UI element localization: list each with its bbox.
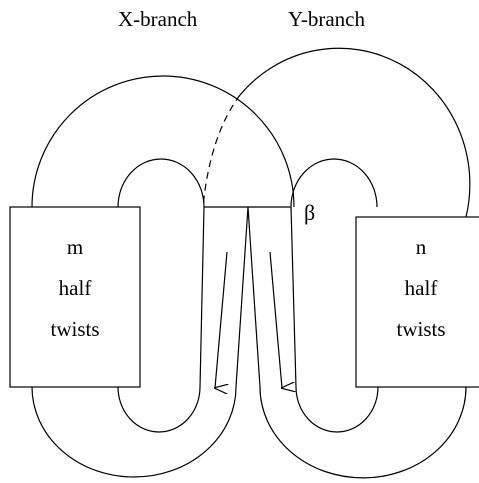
left-twist-box bbox=[9, 206, 141, 388]
down-arrow-left bbox=[215, 251, 227, 388]
right-box-line3: twists bbox=[396, 317, 445, 341]
y-branch-label: Y-branch bbox=[288, 7, 365, 31]
y-branch-bottom-outer-arc bbox=[259, 386, 467, 479]
band-strand-mid-right bbox=[247, 206, 261, 388]
band-strand-left bbox=[199, 206, 205, 388]
x-branch-inner-arc bbox=[117, 158, 205, 208]
right-box-line2: half bbox=[405, 276, 438, 300]
band-strand-mid-left bbox=[235, 206, 249, 388]
y-branch-hidden-arc bbox=[202, 94, 241, 208]
right-box-line1: n bbox=[416, 235, 427, 259]
right-twist-box bbox=[355, 216, 479, 388]
x-branch-bottom-inner-arc bbox=[117, 386, 201, 433]
down-arrow-right bbox=[269, 251, 282, 388]
y-branch-inner-arc bbox=[290, 158, 378, 208]
y-branch-outer-arc bbox=[239, 47, 471, 218]
x-branch-label: X-branch bbox=[118, 7, 198, 31]
left-box-line2: half bbox=[59, 276, 92, 300]
left-box-line3: twists bbox=[50, 317, 99, 341]
beta-label: β bbox=[304, 200, 315, 225]
x-branch-outer-arc bbox=[31, 75, 295, 208]
y-branch-bottom-inner-arc bbox=[295, 386, 379, 433]
band-strand-right bbox=[290, 206, 297, 388]
x-branch-bottom-outer-arc bbox=[31, 386, 237, 478]
left-box-line1: m bbox=[67, 235, 83, 259]
